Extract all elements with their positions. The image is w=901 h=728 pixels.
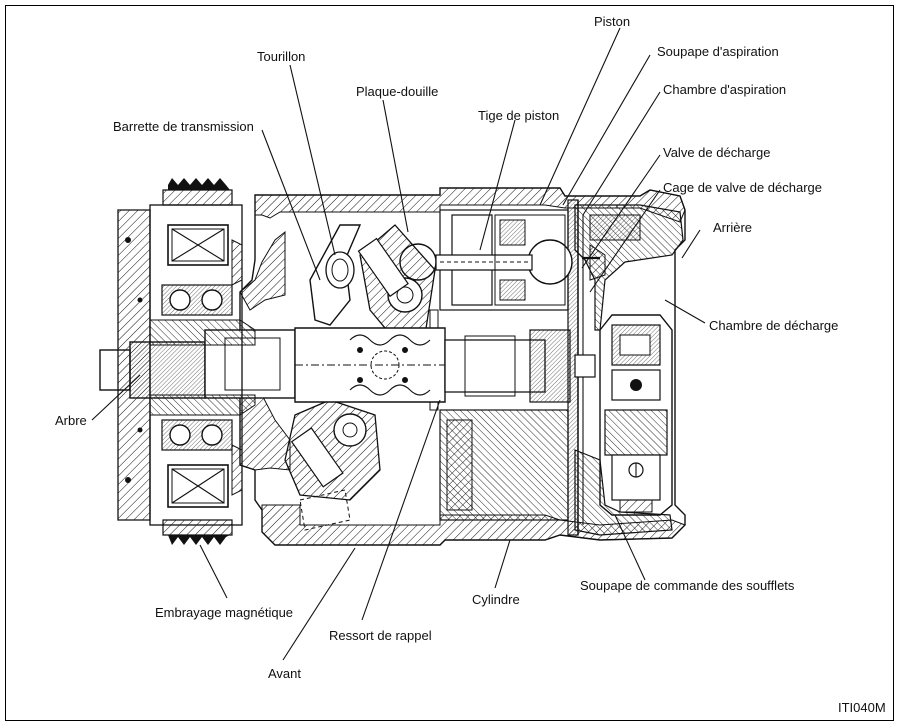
leader-lines bbox=[91, 27, 706, 661]
label-discharge-valve: Valve de décharge bbox=[663, 145, 770, 160]
label-journal: Tourillon bbox=[257, 49, 305, 64]
magnetic-clutch bbox=[117, 178, 256, 545]
labels: Piston Soupape d'aspiration Tourillon Ch… bbox=[55, 14, 886, 715]
label-rear: Arrière bbox=[713, 220, 752, 235]
label-discharge-chamber: Chambre de décharge bbox=[709, 318, 838, 333]
label-return-spring: Ressort de rappel bbox=[329, 628, 432, 643]
label-cylinder: Cylindre bbox=[472, 592, 520, 607]
swash-plate bbox=[284, 224, 436, 531]
label-sleeve-plate: Plaque-douille bbox=[356, 84, 438, 99]
discharge-valve bbox=[582, 214, 641, 281]
figure-code: ITI040M bbox=[838, 700, 886, 715]
label-shaft: Arbre bbox=[55, 413, 87, 428]
label-bellows-control-valve: Soupape de commande des soufflets bbox=[580, 578, 795, 593]
bellows-control-valve bbox=[599, 314, 673, 516]
label-drive-bar: Barrette de transmission bbox=[113, 119, 254, 134]
figure-frame bbox=[5, 5, 894, 721]
label-suction-chamber: Chambre d'aspiration bbox=[663, 82, 786, 97]
label-magnetic-clutch: Embrayage magnétique bbox=[155, 605, 293, 620]
label-front: Avant bbox=[268, 666, 301, 681]
bearing-top bbox=[161, 284, 233, 316]
label-piston: Piston bbox=[594, 14, 630, 29]
bearing-bottom bbox=[161, 419, 233, 451]
label-piston-rod: Tige de piston bbox=[478, 108, 559, 123]
label-discharge-valve-cage: Cage de valve de décharge bbox=[663, 180, 822, 195]
label-suction-valve: Soupape d'aspiration bbox=[657, 44, 779, 59]
